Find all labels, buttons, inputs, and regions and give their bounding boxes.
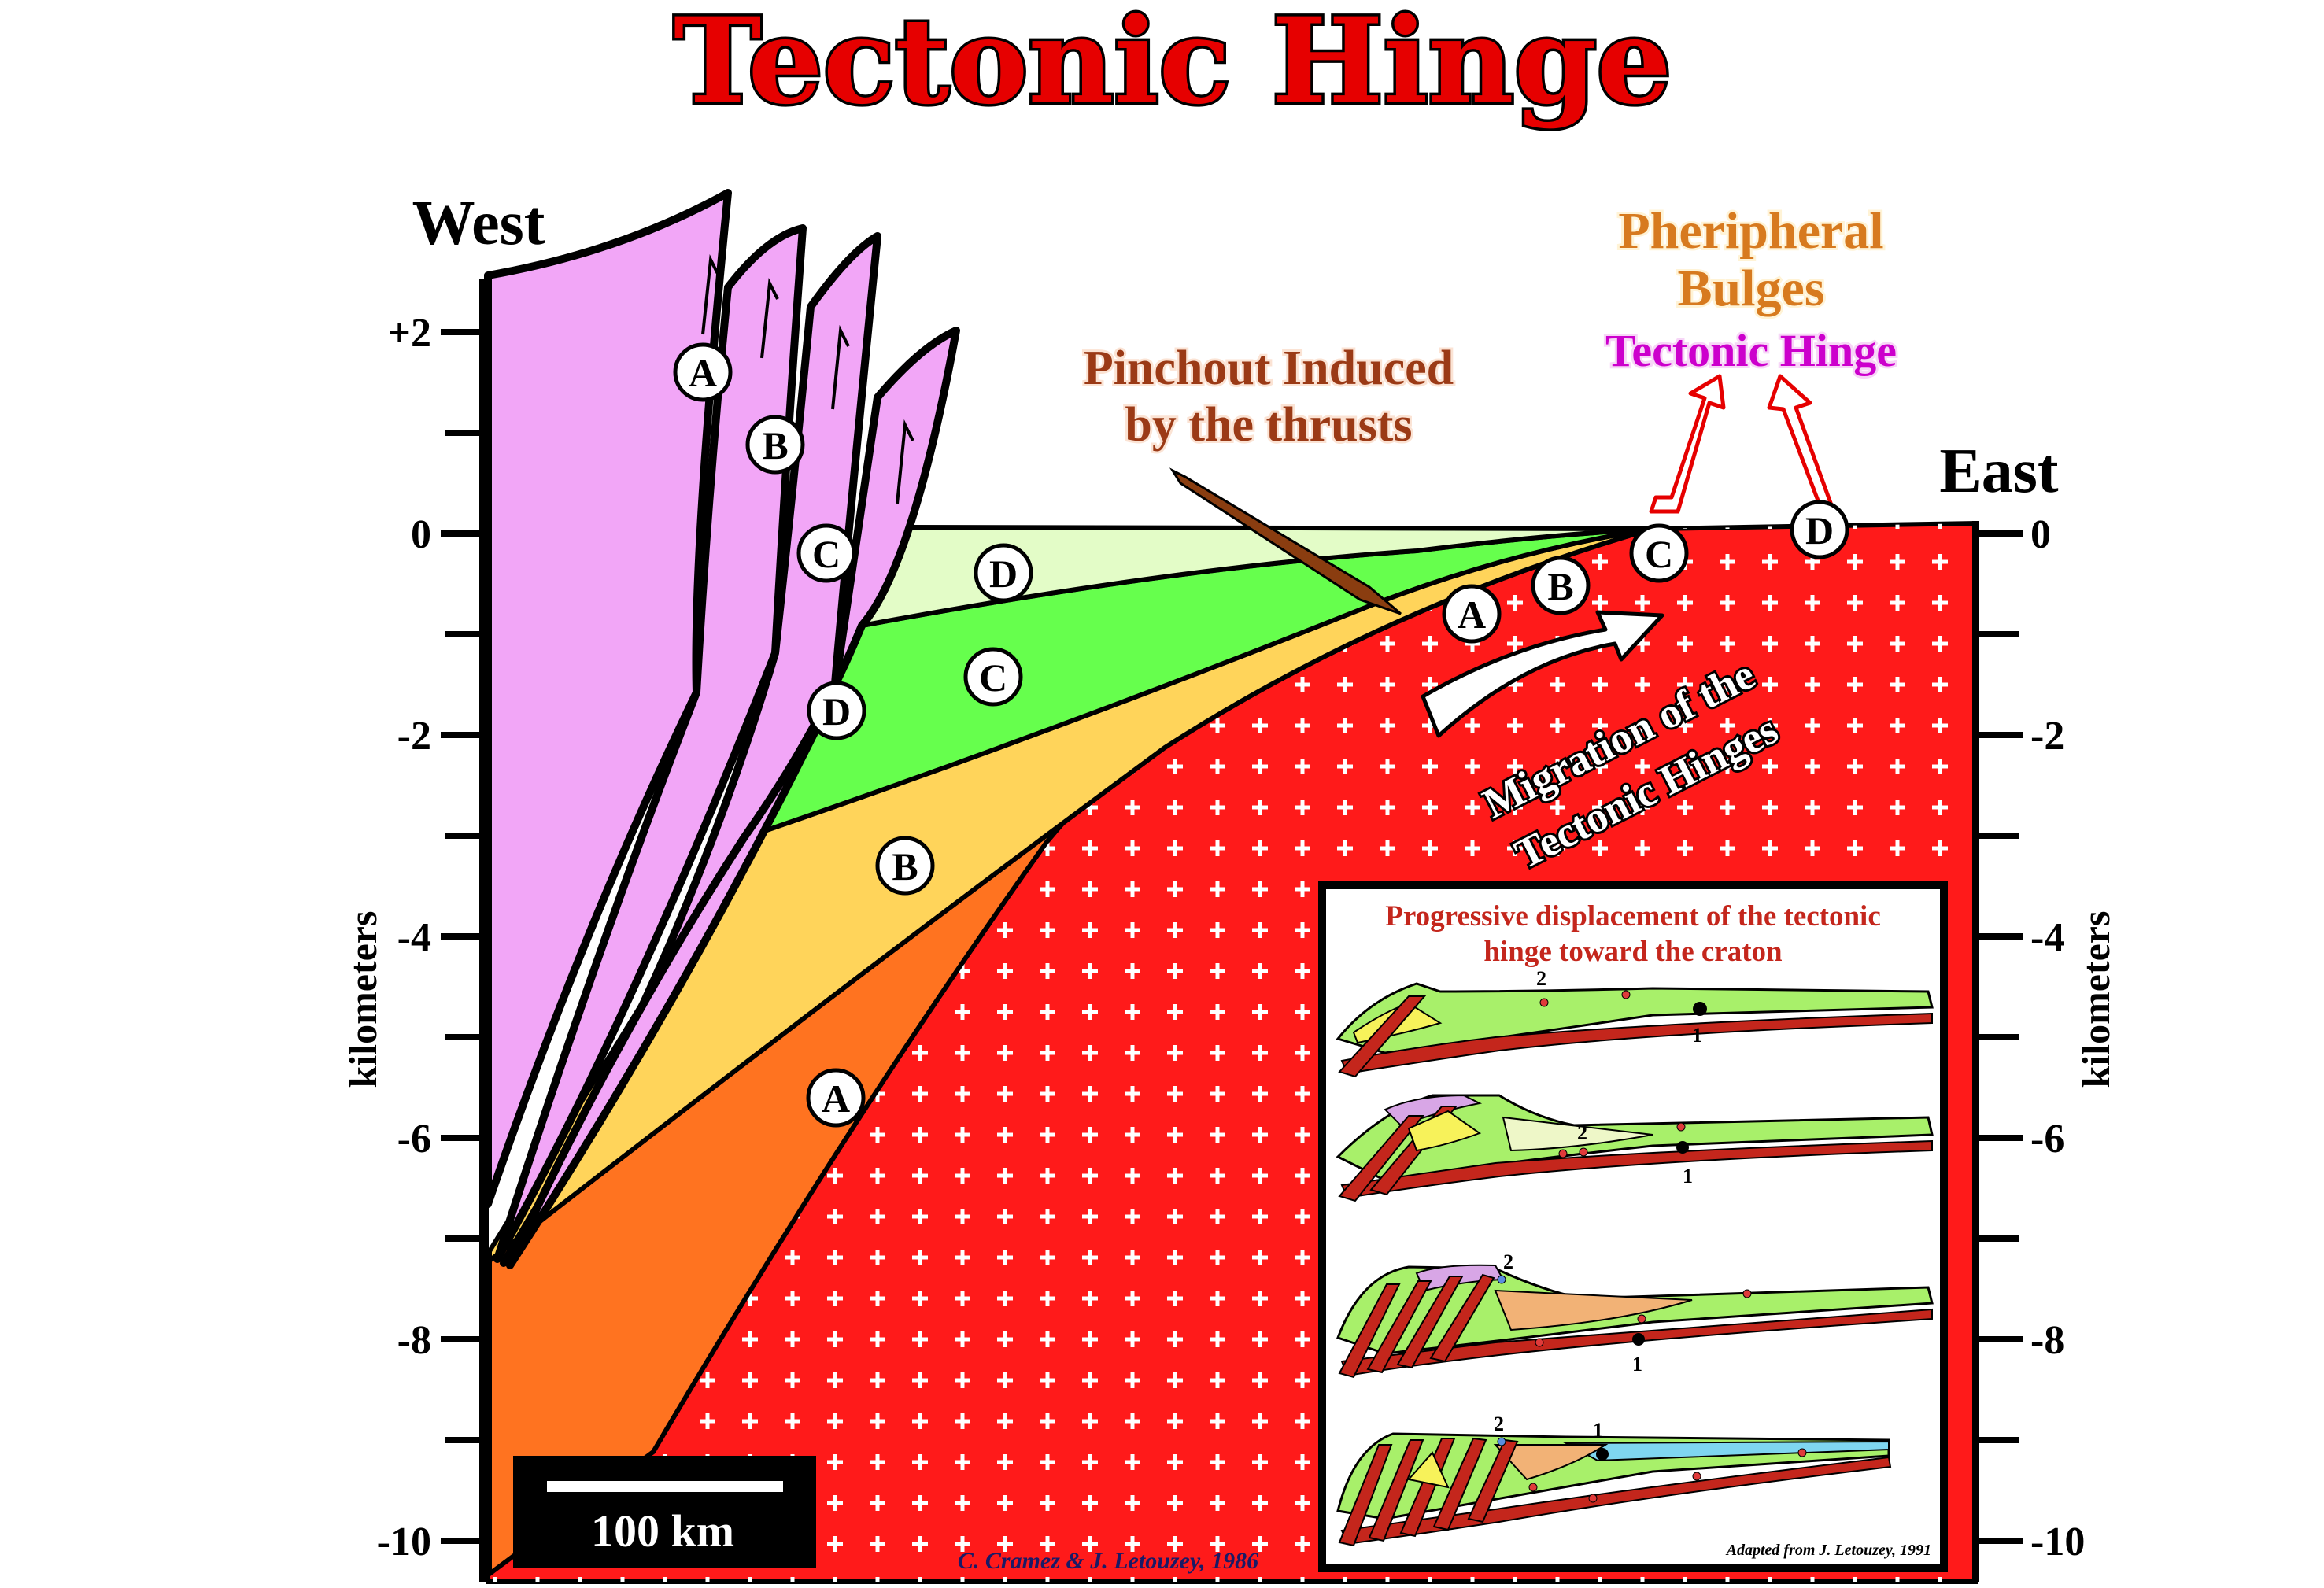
inset-panel: Progressive displacement of the tectonic… <box>1318 881 1948 1572</box>
marker-hinges-b: B <box>1531 556 1591 615</box>
svg-text:D: D <box>1805 508 1834 552</box>
scale-bar-box <box>513 1456 816 1568</box>
inset-point-2-s3: 2 <box>1503 1250 1513 1273</box>
scale-bar-label: 100 km <box>591 1505 734 1557</box>
right-tick-label: -4 <box>2030 915 2064 960</box>
marker-units-d: D <box>974 543 1033 603</box>
svg-text:C: C <box>812 532 841 576</box>
svg-text:C: C <box>979 656 1007 700</box>
inset-point-2-s2: 2 <box>1577 1121 1587 1144</box>
inset-section-3: 2 1 <box>1336 1250 1934 1379</box>
page-title: Tectonic Hinge <box>674 0 1672 131</box>
marker-units-c: C <box>963 647 1023 707</box>
scale-bar-line <box>547 1481 783 1492</box>
inset-section-2: 2 1 <box>1336 1094 1934 1202</box>
inset-title-line1: Progressive displacement of the tectonic <box>1385 900 1881 932</box>
right-tick-label: -6 <box>2030 1117 2064 1161</box>
pinchout-arrow <box>1169 467 1402 615</box>
svg-text:B: B <box>892 844 918 888</box>
left-tick-label: +2 <box>387 311 431 356</box>
svg-text:C: C <box>1645 532 1673 576</box>
inset-point-1-s4: 1 <box>1593 1419 1603 1442</box>
right-tick-label: -2 <box>2030 714 2064 759</box>
thrust-sheet-b <box>493 224 807 1263</box>
thrust-arrow-c <box>831 324 850 410</box>
left-axis-title: kilometers <box>341 911 385 1088</box>
inset-point-1-s1: 1 <box>1692 1024 1702 1047</box>
thrust-arrow-a <box>701 253 720 335</box>
left-tick-label: -8 <box>397 1318 431 1363</box>
thrust-arrow-b <box>760 277 779 359</box>
credit-text: C. Cramez & J. Letouzey, 1986 <box>958 1548 1258 1574</box>
pinchout-label-line1: Pinchout Induced <box>1084 342 1454 395</box>
right-axis-title: kilometers <box>2074 911 2118 1088</box>
svg-text:B: B <box>762 423 788 467</box>
marker-hinges-a: A <box>1442 584 1502 644</box>
peripheral-bulges-line1: Pheripheral <box>1618 202 1883 260</box>
right-tick-label: 0 <box>2030 512 2051 557</box>
svg-text:A: A <box>1458 593 1486 637</box>
left-tick-label: -6 <box>397 1117 431 1161</box>
left-tick-label: 0 <box>411 512 431 557</box>
west-label: West <box>412 189 545 258</box>
right-tick-label: -10 <box>2030 1520 2085 1564</box>
marker-thrust-a: A <box>673 342 733 402</box>
inset-point-2-s4: 2 <box>1494 1413 1504 1435</box>
east-label: East <box>1939 437 2058 506</box>
marker-thrust-c: C <box>796 523 856 583</box>
inset-point-2-s1: 2 <box>1536 967 1546 990</box>
right-tick-label: -8 <box>2030 1318 2064 1363</box>
inset-title-line2: hinge toward the craton <box>1483 936 1783 968</box>
thrust-sheet-a <box>484 189 732 1208</box>
marker-thrust-d: D <box>807 681 866 740</box>
peripheral-bulges-line2: Bulges <box>1677 260 1824 317</box>
inset-point-1-s2: 1 <box>1683 1165 1693 1187</box>
circle-markers: A B C D D C B A A B C D <box>673 342 1849 1128</box>
right-axis-ticks: 0 -2 -4 -6 -8 -10 <box>1975 512 2085 1564</box>
svg-text:B: B <box>1547 564 1573 608</box>
left-tick-label: -4 <box>397 915 431 960</box>
migration-arrow <box>1421 610 1664 738</box>
inset-point-1-s3: 1 <box>1632 1353 1642 1376</box>
tectonic-hinge-label: Tectonic Hinge <box>1605 325 1897 376</box>
left-tick-label: -2 <box>397 714 431 759</box>
marker-units-a: A <box>806 1068 866 1128</box>
inset-credit: Adapted from J. Letouzey, 1991 <box>1725 1542 1931 1559</box>
inset-section-1: 2 1 <box>1336 967 1934 1078</box>
marker-hinges-c: C <box>1629 523 1689 583</box>
svg-text:A: A <box>689 351 717 395</box>
svg-text:A: A <box>822 1077 850 1121</box>
svg-text:D: D <box>822 689 851 733</box>
marker-thrust-b: B <box>745 415 805 475</box>
svg-text:D: D <box>989 552 1018 596</box>
left-tick-label: -10 <box>377 1520 431 1564</box>
thrust-arrow-d <box>896 419 914 504</box>
marker-hinges-d: D <box>1790 500 1849 559</box>
left-axis-ticks: +2 0 -2 -4 -6 -8 -10 <box>377 311 488 1564</box>
marker-units-b: B <box>875 836 935 896</box>
pinchout-label-line2: by the thrusts <box>1125 398 1412 452</box>
hinge-arrow-c <box>1649 374 1726 514</box>
hinge-arrow-d <box>1767 374 1836 514</box>
inset-section-4: 2 1 <box>1336 1413 1892 1547</box>
